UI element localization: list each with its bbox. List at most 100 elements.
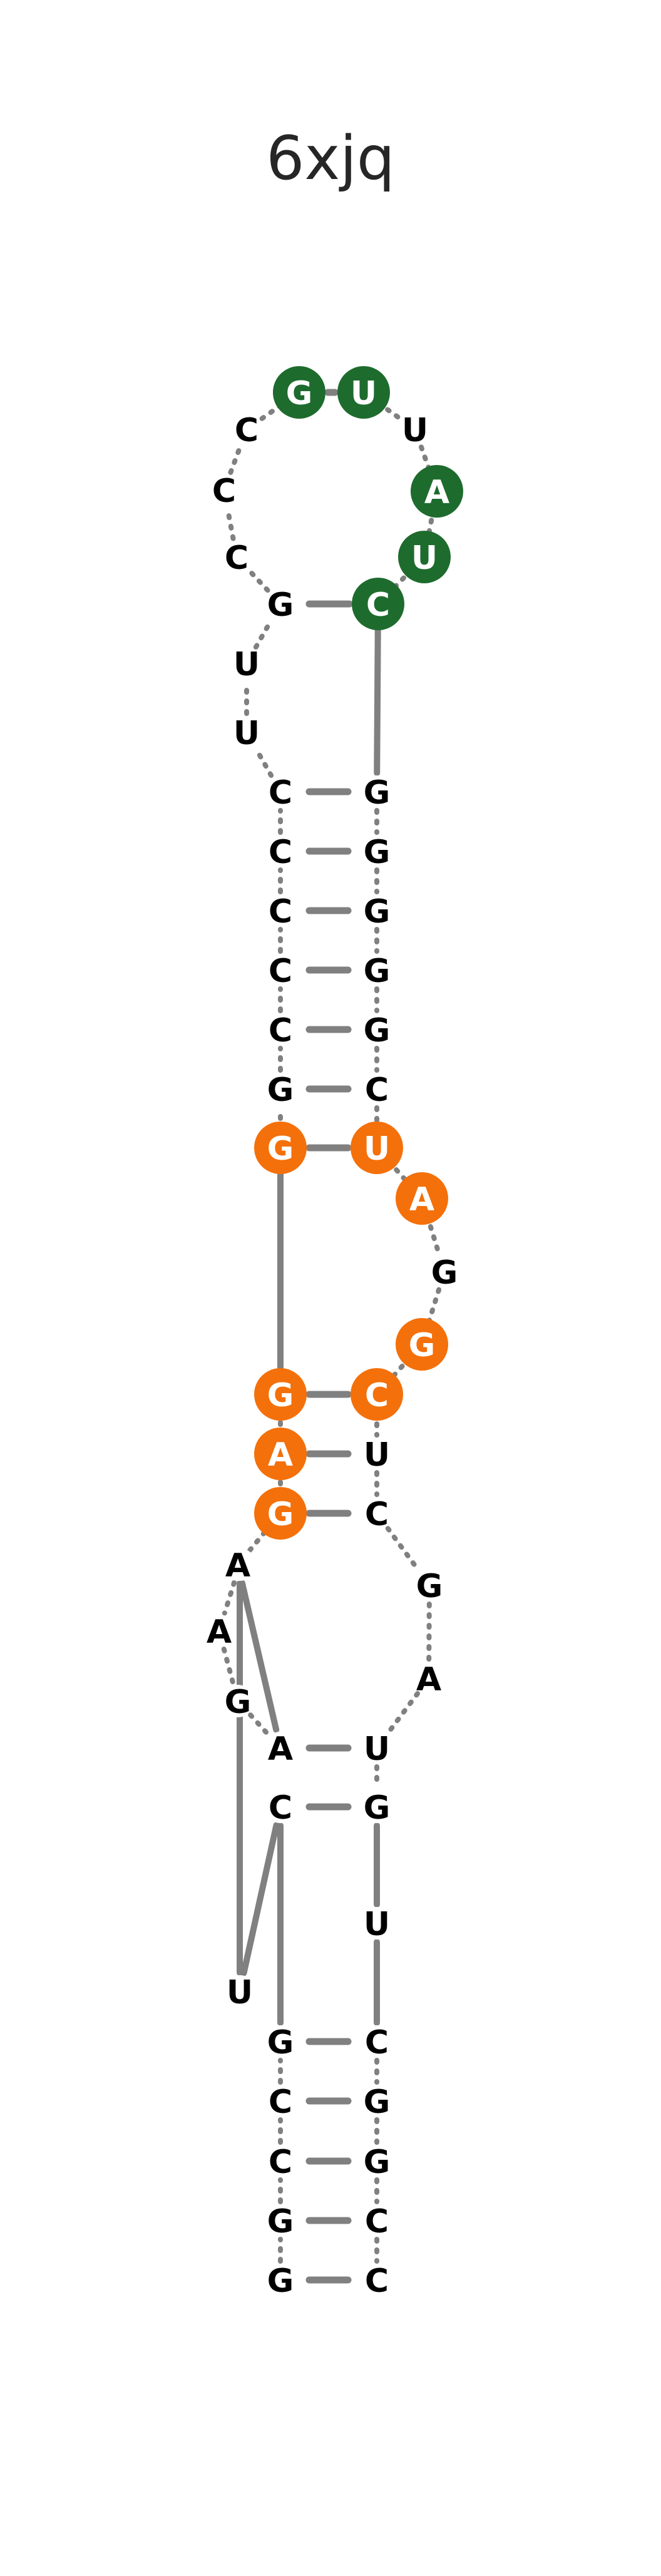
nucleotide-base-label: G [364, 774, 391, 812]
nucleotide-highlight-circle [351, 1368, 403, 1421]
nucleotide-base-label: C [225, 539, 249, 577]
nucleotide-base-label: G [225, 1684, 252, 1721]
nucleotide-base-label: G [267, 586, 294, 624]
nucleotide-background [361, 2025, 393, 2058]
nucleotide: U [351, 1122, 403, 1174]
nucleotide-background [264, 1732, 297, 1764]
nucleotide-background [264, 954, 297, 986]
nucleotide-base-label: G [364, 953, 391, 990]
backbone-link [385, 1691, 421, 1735]
nucleotide-base-label: A [225, 1547, 250, 1585]
nucleotide: G [361, 1789, 393, 1827]
nucleotide: C [264, 2144, 297, 2181]
nucleotide: G [361, 953, 393, 990]
nucleotide-layer: GGCCGCUCAGAAGAGGGCCCCCUUGCCCGUUAUCGGGGGC… [203, 366, 463, 2300]
nucleotide-base-label: C [269, 834, 292, 871]
nucleotide: U [361, 1906, 393, 1943]
nucleotide-base-label: C [365, 1496, 389, 1533]
nucleotide-base-label: G [416, 1568, 443, 1605]
nucleotide: C [361, 2024, 393, 2062]
nucleotide-background [230, 647, 263, 680]
nucleotide-base-label: C [365, 1071, 389, 1109]
nucleotide-background [208, 474, 240, 506]
nucleotide-highlight-circle [254, 1487, 307, 1540]
nucleotide-base-label: G [409, 1327, 436, 1364]
nucleotide-base-label: C [365, 2262, 389, 2300]
backbone-link [248, 1712, 270, 1737]
nucleotide: C [264, 834, 297, 871]
nucleotide-highlight-circle [351, 1122, 403, 1174]
nucleotide-base-label: A [416, 1661, 441, 1699]
nucleotide: G [254, 1122, 307, 1174]
nucleotide-background [399, 413, 431, 446]
nucleotide-background [361, 775, 393, 808]
backbone-link [238, 1580, 280, 1733]
nucleotide-base-label: G [267, 2262, 294, 2300]
nucleotide: C [361, 2262, 393, 2300]
nucleotide: C [264, 1789, 297, 1827]
nucleotide-background [264, 2204, 297, 2237]
nucleotide: G [222, 1684, 254, 1721]
nucleotide-background [222, 1685, 254, 1717]
nucleotide-base-label: A [207, 1613, 232, 1651]
nucleotide-highlight-circle [337, 366, 390, 419]
nucleotide-base-label: G [364, 2144, 391, 2181]
nucleotide: C [264, 893, 297, 931]
nucleotide-background [264, 2145, 297, 2177]
nucleotide-background [428, 1255, 461, 1288]
backbone-link [253, 746, 274, 778]
nucleotide: U [230, 715, 263, 752]
nucleotide-base-label: U [351, 375, 377, 412]
nucleotide-background [412, 1662, 445, 1695]
nucleotide: U [337, 366, 390, 419]
nucleotide-background [361, 1438, 393, 1470]
nucleotide-background [264, 2025, 297, 2058]
nucleotide-base-label: G [267, 1377, 294, 1414]
nucleotide: G [413, 1568, 446, 1605]
nucleotide-base-label: G [267, 1071, 294, 1109]
nucleotide: C [264, 2083, 297, 2121]
nucleotide-base-label: A [424, 474, 449, 511]
nucleotide-background [361, 2145, 393, 2177]
nucleotide-background [361, 1907, 393, 1940]
nucleotide: U [399, 412, 431, 449]
nucleotide: G [264, 2203, 297, 2241]
nucleotide-background [361, 1497, 393, 1530]
nucleotide: A [264, 1730, 297, 1768]
nucleotide: G [264, 586, 297, 624]
nucleotide: A [412, 1661, 445, 1699]
nucleotide-base-label: C [269, 2144, 292, 2181]
nucleotide-background [220, 541, 253, 573]
nucleotide: G [264, 2262, 297, 2300]
nucleotide: C [264, 953, 297, 990]
nucleotide-background [264, 2264, 297, 2296]
nucleotide-highlight-circle [398, 531, 451, 583]
nucleotide: G [361, 2083, 393, 2121]
backbone-link [222, 1580, 237, 1616]
nucleotide-base-label: G [267, 1130, 294, 1168]
backbone-link [374, 619, 381, 777]
nucleotide-base-label: A [268, 1730, 293, 1768]
nucleotide: G [361, 774, 393, 812]
nucleotide-highlight-circle [254, 1368, 307, 1421]
backbone-link [228, 444, 243, 475]
nucleotide-base-label: U [233, 646, 260, 683]
nucleotide-base-label: U [364, 1730, 390, 1768]
nucleotide: C [351, 1368, 403, 1421]
nucleotide-background [264, 588, 297, 620]
nucleotide-highlight-circle [411, 465, 463, 518]
nucleotide-background [264, 775, 297, 808]
nucleotide-background [361, 1073, 393, 1105]
backbone-link [221, 1646, 236, 1686]
nucleotide-base-label: G [267, 2024, 294, 2062]
nucleotide: C [208, 473, 240, 510]
nucleotide: U [223, 1974, 256, 2011]
nucleotide: C [361, 2203, 393, 2241]
nucleotide-base-label: G [364, 834, 391, 871]
nucleotide-base-label: C [269, 774, 292, 812]
nucleotide-base-label: C [365, 2024, 389, 2062]
nucleotide-background [361, 2204, 393, 2237]
nucleotide-base-label: G [364, 2083, 391, 2121]
nucleotide: C [352, 578, 404, 630]
